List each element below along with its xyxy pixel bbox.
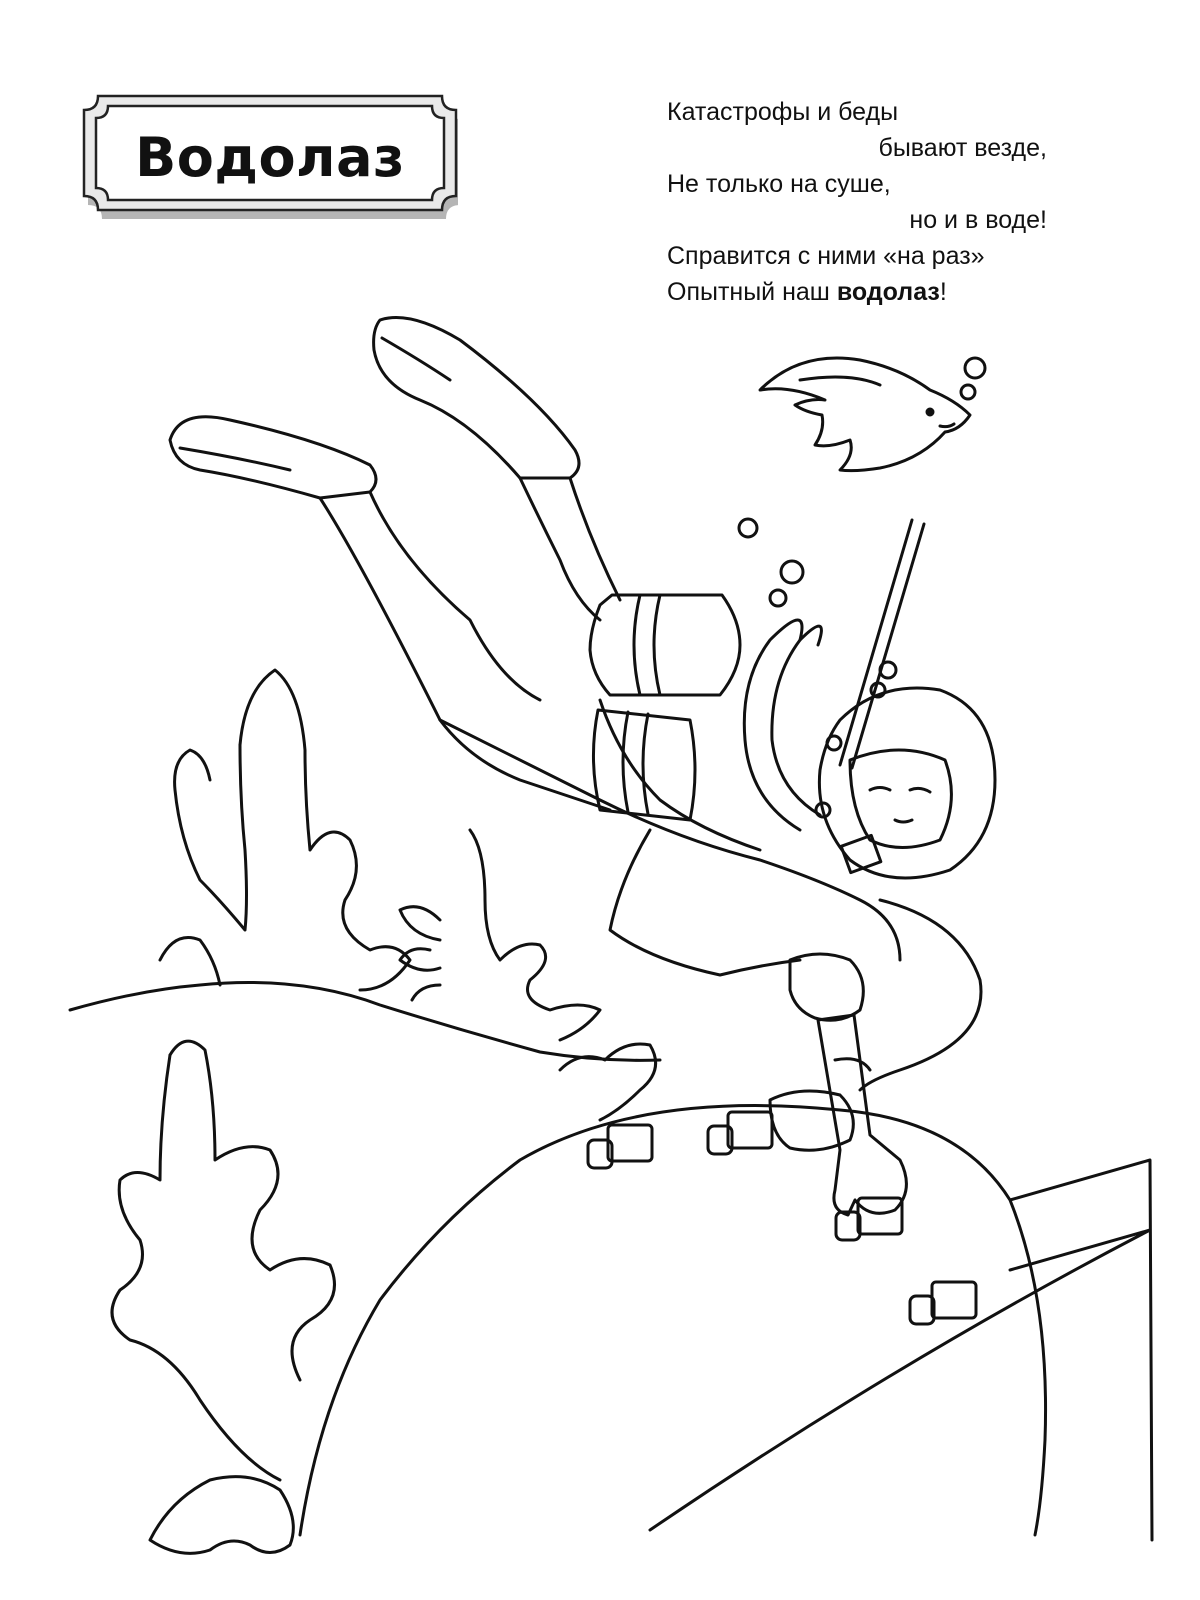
diver-arm bbox=[608, 828, 983, 1092]
poem-text: Опытный наш bbox=[667, 278, 837, 306]
poem-line: Не только на суше, bbox=[667, 170, 891, 198]
poem-line: Катастрофы и беды bbox=[667, 98, 899, 126]
air-tank bbox=[588, 593, 742, 822]
poem-bold-word: водолаз bbox=[836, 278, 940, 306]
seabed bbox=[68, 981, 662, 1062]
diver-legs bbox=[318, 476, 622, 812]
poem-line: бывают везде, bbox=[878, 134, 1048, 162]
poem-line: Опытный наш водолаз! bbox=[667, 274, 1047, 310]
diver-hand bbox=[768, 952, 865, 1152]
poem-line: но и в воде! bbox=[909, 206, 1047, 234]
diver-helmet bbox=[742, 618, 997, 880]
poem-text: ! bbox=[939, 278, 947, 306]
wrench-icon bbox=[816, 1013, 908, 1217]
spear-icon bbox=[838, 518, 926, 770]
underwater-pipe bbox=[298, 1104, 1154, 1542]
page-title: Водолаз bbox=[135, 125, 405, 189]
diver-body bbox=[438, 698, 902, 962]
fish-icon bbox=[758, 356, 972, 473]
bolt-icon bbox=[586, 1110, 978, 1326]
plaque-frame bbox=[82, 94, 458, 219]
fin-icon bbox=[168, 316, 581, 500]
poem: Катастрофы и беды бывают везде, Не тольк… bbox=[667, 94, 1047, 310]
coral-icon bbox=[110, 668, 658, 1555]
poem-line: Справится с ними «на раз» bbox=[667, 242, 985, 270]
title-plaque: Водолаз bbox=[82, 92, 458, 222]
bubble-icon bbox=[737, 356, 987, 608]
